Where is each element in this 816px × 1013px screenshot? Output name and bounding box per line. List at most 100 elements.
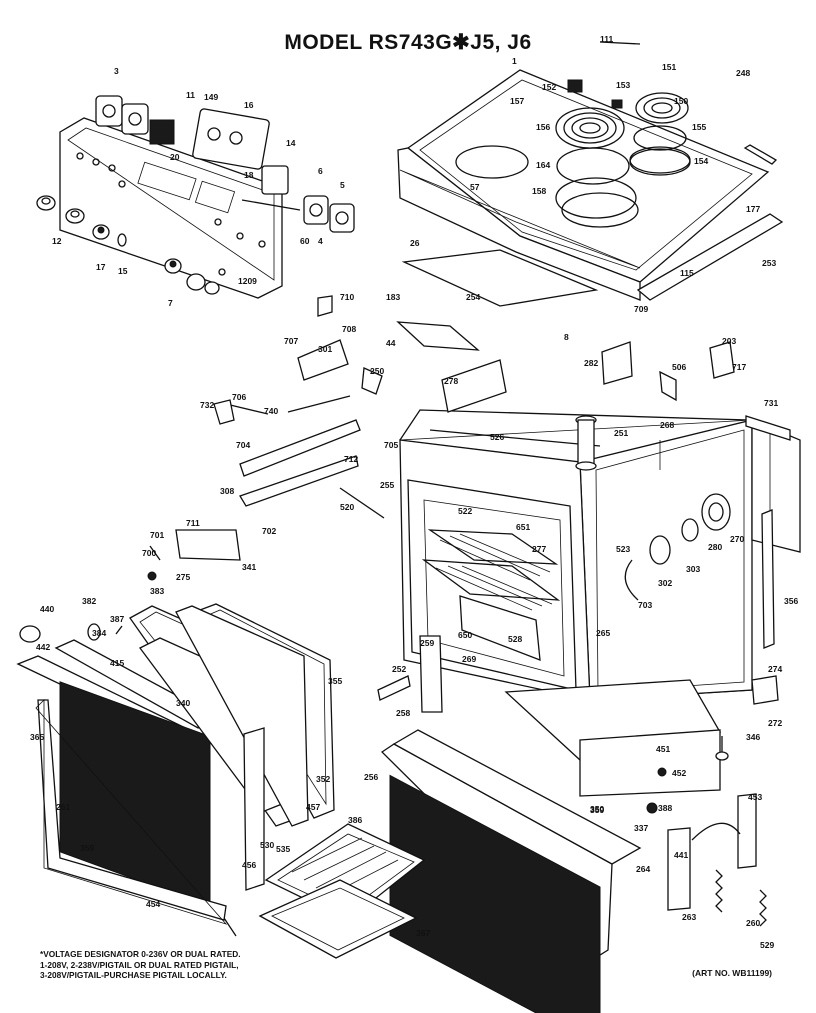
part-number-label: 26 [410,238,420,248]
infinite-switch-left [95,95,149,135]
part-number-label: 275 [176,572,190,582]
part-number-label: 177 [746,204,760,214]
part-number-label: 14 [286,138,296,148]
part-number-label: 280 [708,542,722,552]
part-number-label: 457 [306,802,320,812]
part-number-label: 359 [80,843,94,853]
part-number-label: 529 [760,940,774,950]
cooktop-assembly [396,41,784,385]
part-number-label: 255 [380,480,394,490]
part-number-label: 57 [470,182,480,192]
part-number-label: 340 [176,698,190,708]
part-number-label: 700 [142,548,156,558]
part-number-label: 263 [682,912,696,922]
part-number-label: 415 [110,658,124,668]
part-number-label: 302 [658,578,672,588]
part-number-label: 456 [242,860,256,870]
part-number-label: 20 [170,152,180,162]
part-number-label: 265 [596,628,610,638]
part-number-label: 731 [764,398,778,408]
part-number-label: 441 [674,850,688,860]
part-number-label: 203 [722,336,736,346]
art-number: (ART NO. WB11199) [692,968,772,978]
part-number-label: 522 [458,506,472,516]
part-number-label: 274 [768,664,782,674]
part-number-label: 440 [40,604,54,614]
part-number-label: 702 [262,526,276,536]
part-number-label: 352 [316,774,330,784]
part-number-label: 717 [732,362,746,372]
part-number-label: 442 [36,642,50,652]
part-number-label: 704 [236,440,250,450]
part-number-label: 708 [342,324,356,334]
part-number-label: 269 [462,654,476,664]
control-panel-assembly [36,95,355,299]
part-number-label: 651 [516,522,530,532]
part-number-label: 268 [660,420,674,430]
part-number-label: 359 [590,805,604,815]
part-number-label: 732 [200,400,214,410]
part-number-label: 155 [692,122,706,132]
oven-cabinet [399,359,801,797]
part-number-label: 11 [186,90,195,100]
part-number-label: 709 [634,304,648,314]
voltage-note: *VOLTAGE DESIGNATOR 0-236V OR DUAL RATED… [40,949,340,981]
part-number-label: 382 [82,596,96,606]
part-number-label: 18 [244,170,254,180]
side-parts [624,341,779,927]
part-number-label: 711 [186,518,200,528]
part-number-label: 277 [532,544,546,554]
part-number-label: 258 [396,708,410,718]
part-number-label: 337 [634,823,648,833]
part-number-label: 365 [30,732,44,742]
part-number-label: 356 [784,596,798,606]
part-number-label: 282 [584,358,598,368]
part-number-label: 341 [242,562,256,572]
part-number-label: 703 [638,600,652,610]
part-number-label: 6 [318,166,323,176]
part-number-label: 256 [364,772,378,782]
infinite-switch-right [303,195,355,233]
part-number-label: 5 [340,180,345,190]
part-number-label: 701 [150,530,164,540]
part-number-label: 1 [512,56,517,66]
part-number-label: 530 [260,840,274,850]
part-number-label: 712 [344,454,358,464]
part-number-label: 350 [590,804,604,814]
part-number-label: 301 [318,344,332,354]
voltage-note-line: 1-208V, 2-238V/PIGTAIL OR DUAL RATED PIG… [40,959,239,970]
part-number-label: 115 [680,268,694,278]
part-number-label: 151 [662,62,676,72]
part-number-label: 44 [386,338,396,348]
part-number-label: 17 [96,262,106,272]
part-number-label: 535 [276,844,290,854]
part-number-label: 387 [110,614,124,624]
part-number-label: 1209 [238,276,257,286]
part-number-label: 308 [220,486,234,496]
part-number-label: 150 [674,96,688,106]
part-number-label: 386 [348,815,362,825]
part-number-label: 740 [264,406,278,416]
part-number-label: 346 [746,732,760,742]
large-surface-unit [555,107,637,219]
hinges-and-brackets [149,295,791,713]
part-number-label: 254 [466,292,480,302]
part-number-label: 383 [150,586,164,596]
part-number-label: 261 [56,802,70,812]
part-number-label: 278 [444,376,458,386]
voltage-note-line: 3-208V/PIGTAIL-PURCHASE PIGTAIL LOCALLY. [40,970,227,980]
part-number-label: 705 [384,440,398,450]
part-number-label: 156 [536,122,550,132]
part-number-label: 12 [52,236,62,246]
part-number-label: 8 [564,332,569,342]
part-number-label: 526 [490,432,504,442]
part-number-label: 270 [730,534,744,544]
part-number-label: 252 [392,664,406,674]
part-number-label: 454 [146,899,160,909]
part-number-label: 60 [300,236,310,246]
part-number-label: 355 [328,676,342,686]
part-number-label: 3 [114,66,119,76]
part-number-label: 4 [318,236,323,246]
part-number-label: 528 [508,634,522,644]
